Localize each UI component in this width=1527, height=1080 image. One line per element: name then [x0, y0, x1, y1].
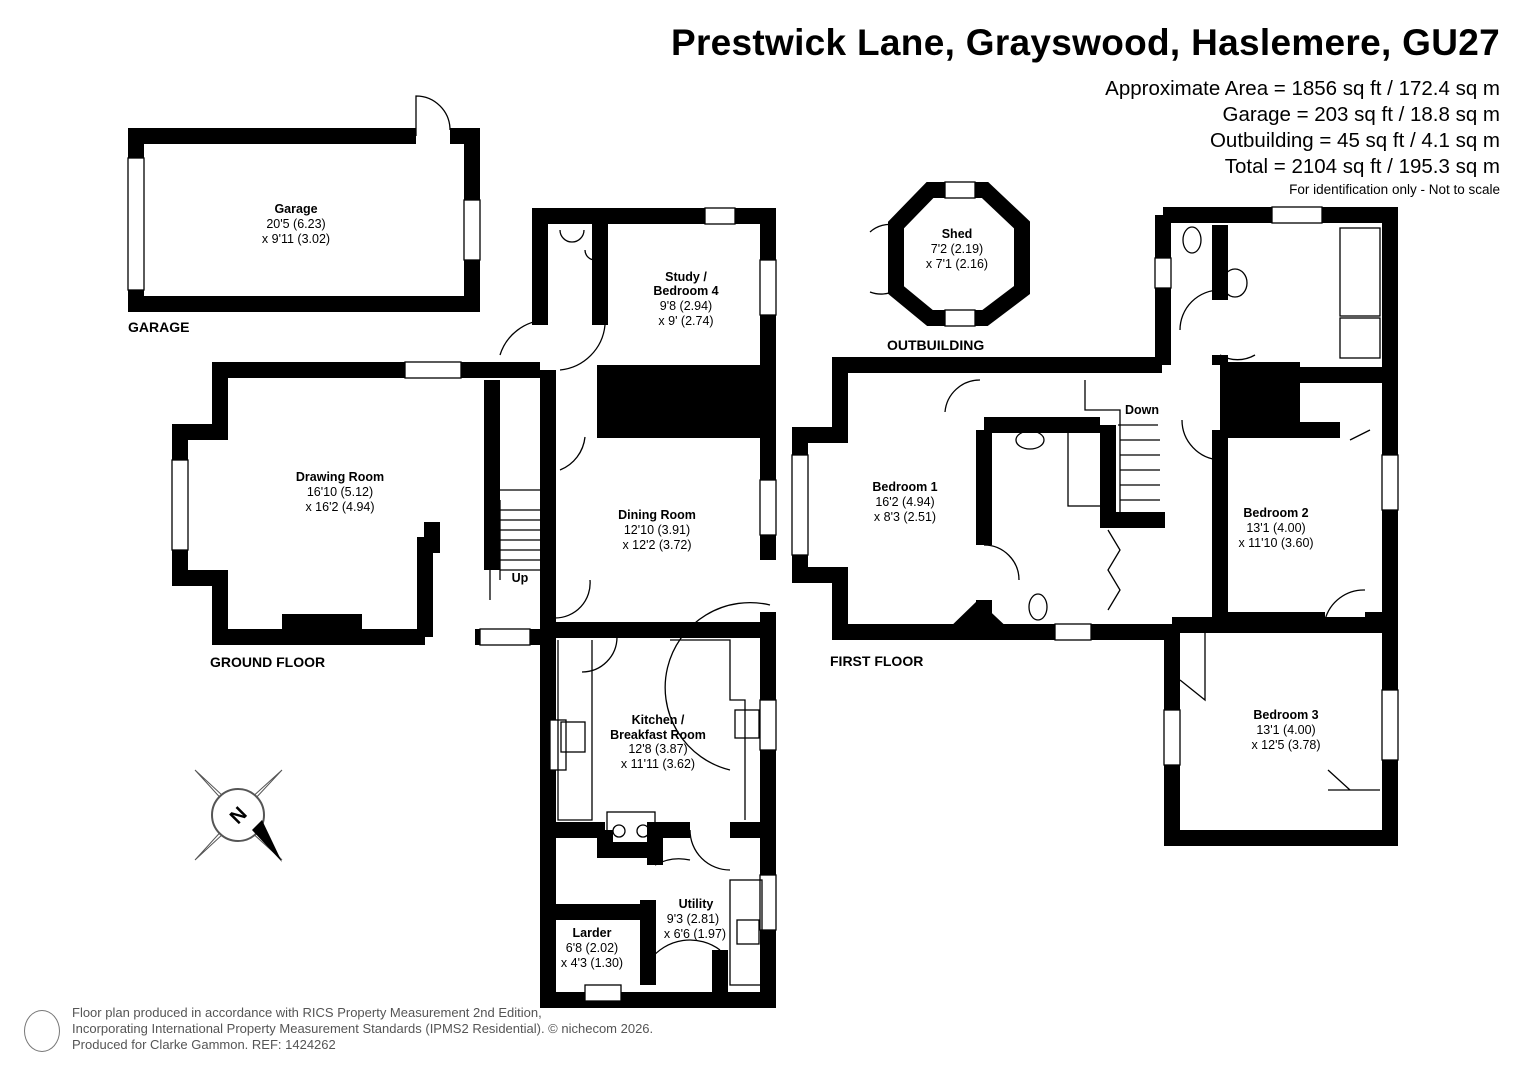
room-dimension: 13'1 (4.00): [1246, 521, 1305, 535]
room-kitchen: Kitchen / Breakfast Room 12'8 (3.87) x 1…: [610, 713, 706, 771]
room-dimension: 13'1 (4.00): [1256, 723, 1315, 737]
room-dimension: 7'2 (2.19): [931, 242, 983, 256]
total-area: Total = 2104 sq ft / 195.3 sq m: [1224, 155, 1500, 178]
room-dimension: x 11'10 (3.60): [1238, 536, 1313, 550]
room-dimension: x 12'2 (3.72): [622, 538, 691, 552]
shed-plan: [869, 181, 1030, 327]
room-name: Bedroom 4: [653, 284, 718, 298]
room-dimension: x 9'11 (3.02): [262, 232, 330, 246]
stairs-up-label: Up: [512, 571, 529, 585]
room-dimension: 9'3 (2.81): [667, 912, 719, 926]
footer-line: Produced for Clarke Gammon. REF: 1424262: [72, 1037, 336, 1052]
room-dimension: x 12'5 (3.78): [1251, 738, 1320, 752]
outbuilding-area: Outbuilding = 45 sq ft / 4.1 sq m: [1209, 129, 1500, 152]
room-name: Study /: [665, 270, 707, 284]
room-bedroom-2: Bedroom 2 13'1 (4.00) x 11'10 (3.60): [1238, 506, 1313, 550]
ground-floor-label: GROUND FLOOR: [210, 654, 325, 670]
footer-line: Floor plan produced in accordance with R…: [72, 1005, 542, 1020]
room-name: Drawing Room: [296, 470, 384, 484]
room-dimension: 12'10 (3.91): [624, 523, 690, 537]
room-study: Study / Bedroom 4 9'8 (2.94) x 9' (2.74): [653, 270, 718, 328]
stairs-down-label: Down: [1125, 403, 1159, 417]
room-dimension: x 6'6 (1.97): [664, 927, 726, 941]
plan-footer: Floor plan produced in accordance with R…: [72, 1005, 653, 1053]
garage-plan: [127, 95, 481, 312]
approximate-area: Approximate Area = 1856 sq ft / 172.4 sq…: [1105, 77, 1500, 100]
room-name: Kitchen /: [632, 713, 685, 727]
room-dimension: 9'8 (2.94): [660, 299, 712, 313]
first-floor-plan: [791, 206, 1399, 846]
room-utility: Utility 9'3 (2.81) x 6'6 (1.97): [664, 897, 726, 941]
room-bedroom-3: Bedroom 3 13'1 (4.00) x 12'5 (3.78): [1251, 708, 1320, 752]
garage-floor-label: GARAGE: [128, 319, 189, 335]
room-name: Bedroom 2: [1243, 506, 1308, 520]
room-dimension: x 16'2 (4.94): [305, 500, 374, 514]
room-name: Bedroom 3: [1253, 708, 1318, 722]
person-icon: [24, 1010, 60, 1052]
room-name: Larder: [573, 926, 612, 940]
room-name: Breakfast Room: [610, 728, 706, 742]
room-dimension: x 11'11 (3.62): [621, 757, 695, 771]
property-title: Prestwick Lane, Grayswood, Haslemere, GU…: [670, 22, 1500, 63]
garage-area: Garage = 203 sq ft / 18.8 sq m: [1222, 103, 1500, 126]
scale-disclaimer: For identification only - Not to scale: [1289, 182, 1500, 197]
room-shed: Shed 7'2 (2.19) x 7'1 (2.16): [926, 227, 988, 271]
room-dimension: x 7'1 (2.16): [926, 257, 988, 271]
room-dimension: 16'2 (4.94): [875, 495, 934, 509]
room-dimension: x 9' (2.74): [658, 314, 713, 328]
first-floor-label: FIRST FLOOR: [830, 653, 923, 669]
room-name: Bedroom 1: [872, 480, 937, 494]
room-name: Dining Room: [618, 508, 696, 522]
room-name: Shed: [942, 227, 973, 241]
room-larder: Larder 6'8 (2.02) x 4'3 (1.30): [561, 926, 623, 970]
compass-rose: N: [194, 769, 283, 862]
room-dimension: x 4'3 (1.30): [561, 956, 623, 970]
room-name: Utility: [679, 897, 714, 911]
room-bedroom-1: Bedroom 1 16'2 (4.94) x 8'3 (2.51): [872, 480, 937, 524]
room-dimension: 20'5 (6.23): [266, 217, 325, 231]
room-drawing-room: Drawing Room 16'10 (5.12) x 16'2 (4.94): [296, 470, 384, 514]
room-dimension: 6'8 (2.02): [566, 941, 618, 955]
ground-floor-plan: [171, 207, 777, 1008]
room-dimension: x 8'3 (2.51): [874, 510, 936, 524]
room-name: Garage: [274, 202, 317, 216]
room-dimension: 12'8 (3.87): [628, 742, 687, 756]
room-dining-room: Dining Room 12'10 (3.91) x 12'2 (3.72): [618, 508, 696, 552]
window: [463, 199, 481, 261]
room-garage: Garage 20'5 (6.23) x 9'11 (3.02): [262, 202, 330, 246]
plan-header: Prestwick Lane, Grayswood, Haslemere, GU…: [671, 22, 1500, 197]
outbuilding-floor-label: OUTBUILDING: [887, 337, 984, 353]
room-dimension: 16'10 (5.12): [307, 485, 373, 499]
garage-door: [127, 157, 145, 291]
footer-line: Incorporating International Property Mea…: [72, 1021, 654, 1036]
